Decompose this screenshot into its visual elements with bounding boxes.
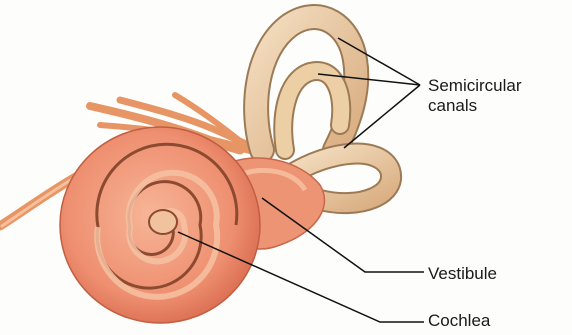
cochlea-label: Cochlea [428, 311, 490, 331]
semicircular-label-line1: Semicircular [428, 76, 522, 96]
semicircular-label-line2: canals [428, 96, 522, 116]
vestibule-label: Vestibule [428, 264, 497, 284]
cochlea-shape [60, 127, 260, 323]
semicircular-canals-label: Semicircular canals [428, 76, 522, 116]
